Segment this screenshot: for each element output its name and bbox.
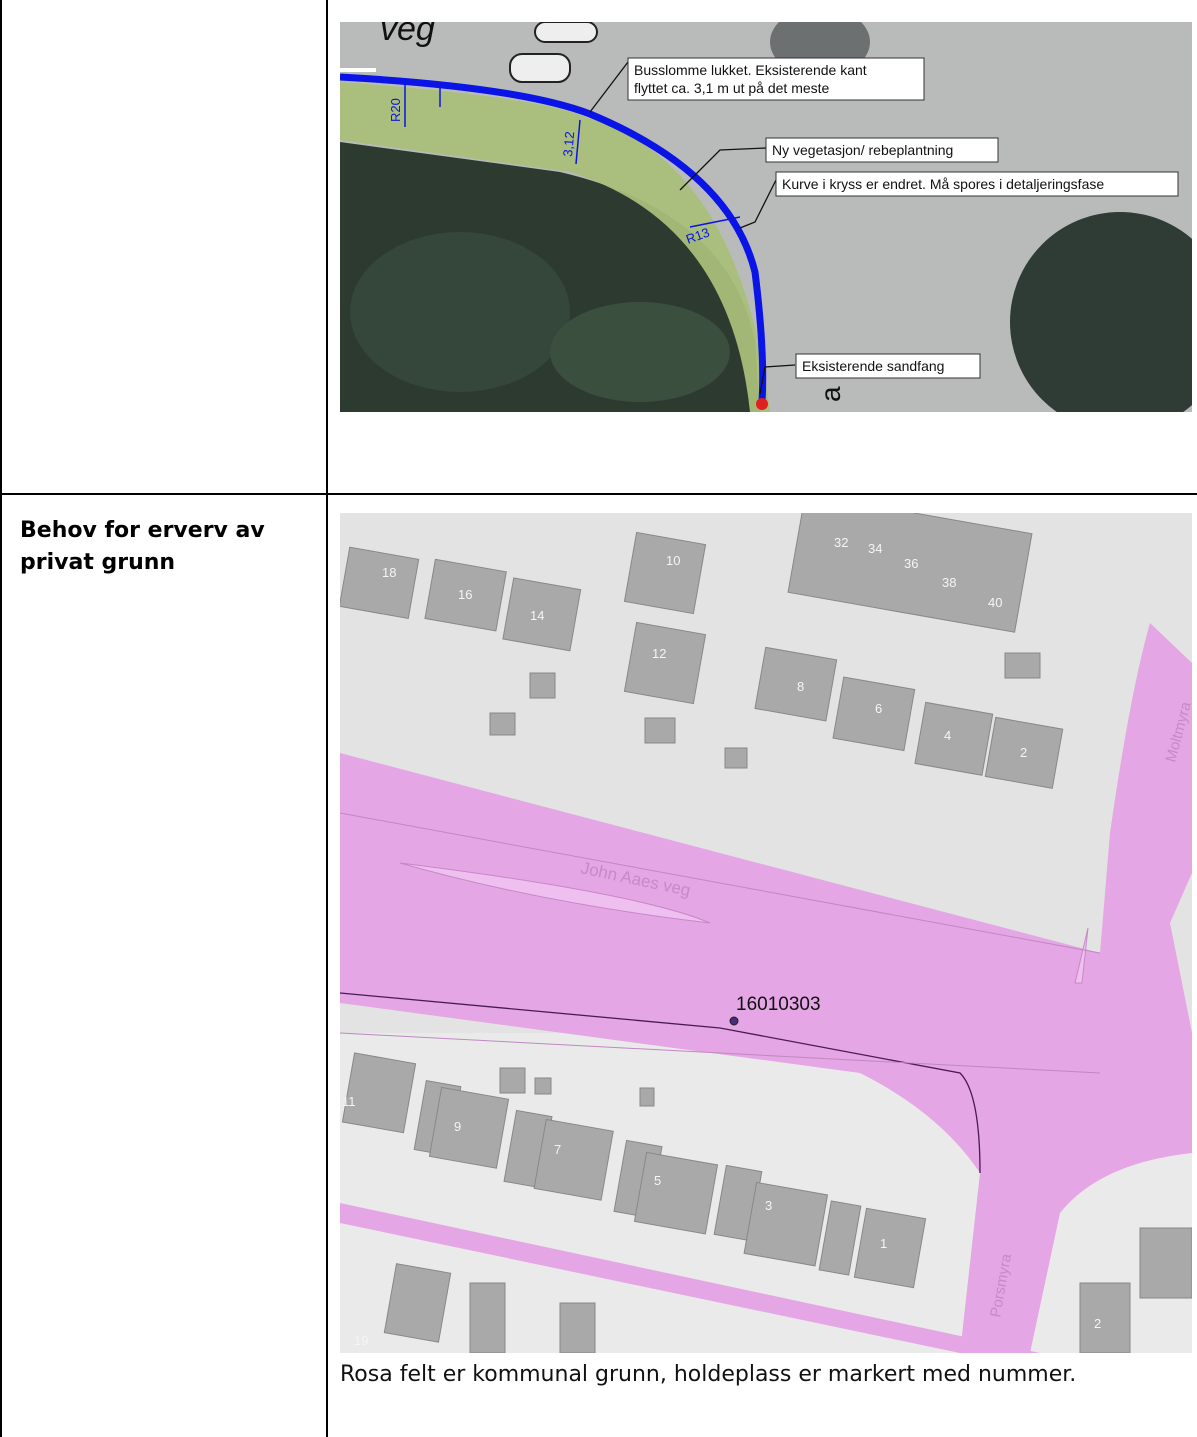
svg-text:18: 18 bbox=[382, 565, 396, 580]
road-name-fragment: veg bbox=[380, 22, 435, 48]
svg-text:12: 12 bbox=[652, 646, 666, 661]
svg-text:14: 14 bbox=[530, 608, 544, 623]
bus-stop-marker bbox=[729, 1016, 739, 1026]
svg-text:6: 6 bbox=[875, 701, 882, 716]
svg-text:40: 40 bbox=[988, 595, 1002, 610]
svg-text:5: 5 bbox=[654, 1173, 661, 1188]
svg-text:32: 32 bbox=[834, 535, 848, 550]
curb-line bbox=[340, 73, 767, 403]
svg-text:8: 8 bbox=[797, 679, 804, 694]
bus-stop-id: 16010303 bbox=[736, 994, 821, 1015]
svg-text:36: 36 bbox=[904, 556, 918, 571]
svg-text:4: 4 bbox=[944, 728, 951, 743]
house-numbers: 32 34 36 38 40 18 16 14 10 12 8 6 4 2 11… bbox=[342, 535, 1101, 1348]
svg-text:Busslomme lukket. Eksisterende: Busslomme lukket. Eksisterende kant bbox=[634, 62, 867, 78]
svg-text:Ny vegetasjon/ rebeplantning: Ny vegetasjon/ rebeplantning bbox=[772, 142, 953, 158]
callout-sandfang: Eksisterende sandfang bbox=[795, 353, 981, 379]
callout-vegetasjon: Ny vegetasjon/ rebeplantning bbox=[765, 137, 999, 163]
svg-text:Eksisterende sandfang: Eksisterende sandfang bbox=[802, 358, 944, 374]
svg-text:2: 2 bbox=[1094, 1316, 1101, 1331]
aerial-design-image: R20 3,12 R13 veg a Busslomme lukket. Eks… bbox=[340, 22, 1192, 412]
svg-text:38: 38 bbox=[942, 575, 956, 590]
table-row-divider bbox=[0, 493, 1197, 495]
svg-text:1: 1 bbox=[880, 1236, 887, 1251]
svg-text:flyttet ca. 3,1 m ut på det me: flyttet ca. 3,1 m ut på det meste bbox=[634, 80, 830, 96]
svg-text:34: 34 bbox=[868, 541, 882, 556]
row-label-erverv: Behov for erverv av privat grunn bbox=[20, 518, 265, 575]
svg-text:7: 7 bbox=[554, 1142, 561, 1157]
callout-kurve: Kurve i kryss er endret. Må spores i det… bbox=[775, 171, 1179, 197]
svg-text:3: 3 bbox=[765, 1198, 772, 1213]
svg-text:11: 11 bbox=[342, 1094, 356, 1109]
callout-busslomme: Busslomme lukket. Eksisterende kant flyt… bbox=[627, 57, 925, 101]
table-border-left bbox=[0, 0, 2, 1437]
map-caption: Rosa felt er kommunal grunn, holdeplass … bbox=[340, 1362, 1077, 1387]
svg-text:2: 2 bbox=[1020, 745, 1027, 760]
dim-label-312: 3,12 bbox=[560, 131, 577, 158]
svg-text:19: 19 bbox=[354, 1333, 368, 1348]
property-map: 32 34 36 38 40 18 16 14 10 12 8 6 4 2 11… bbox=[340, 513, 1192, 1353]
svg-text:16: 16 bbox=[458, 587, 472, 602]
table-column-divider bbox=[326, 0, 328, 1437]
svg-text:10: 10 bbox=[666, 553, 680, 568]
svg-text:9: 9 bbox=[454, 1119, 461, 1134]
dim-label-r20: R20 bbox=[388, 98, 403, 122]
svg-text:Kurve i kryss er endret. Må sp: Kurve i kryss er endret. Må spores i det… bbox=[782, 176, 1104, 192]
road-name-fragment-bottom: a bbox=[815, 386, 846, 402]
